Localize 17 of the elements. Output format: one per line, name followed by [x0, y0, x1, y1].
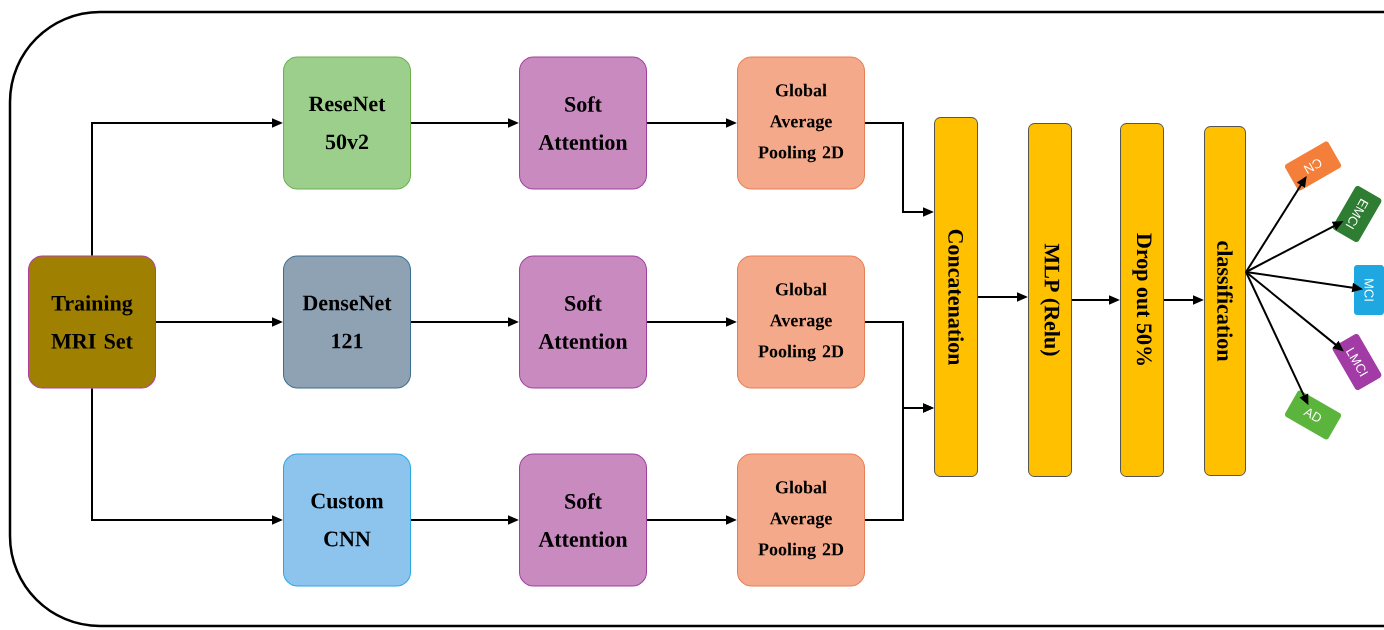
process-box: Global Average Pooling 2D [737, 56, 865, 190]
layer-bar: classification [1204, 126, 1246, 476]
layer-bar: Concatenation [934, 117, 978, 477]
process-box: ReseNet 50v2 [283, 56, 411, 190]
process-box: Soft Attention [519, 56, 647, 190]
process-box: Global Average Pooling 2D [737, 255, 865, 389]
process-box: Global Average Pooling 2D [737, 453, 865, 587]
process-box: DenseNet 121 [283, 255, 411, 389]
class-label: CN [1284, 141, 1342, 191]
process-box: Custom CNN [283, 453, 411, 587]
layer-bar: MLP (Relu) [1028, 123, 1072, 477]
class-label: AD [1284, 390, 1342, 440]
process-box: Soft Attention [519, 255, 647, 389]
process-box: Training MRI Set [28, 255, 156, 389]
process-box: Soft Attention [519, 453, 647, 587]
class-label: MCI [1354, 265, 1384, 315]
layer-bar: Drop out 50% [1120, 123, 1164, 477]
